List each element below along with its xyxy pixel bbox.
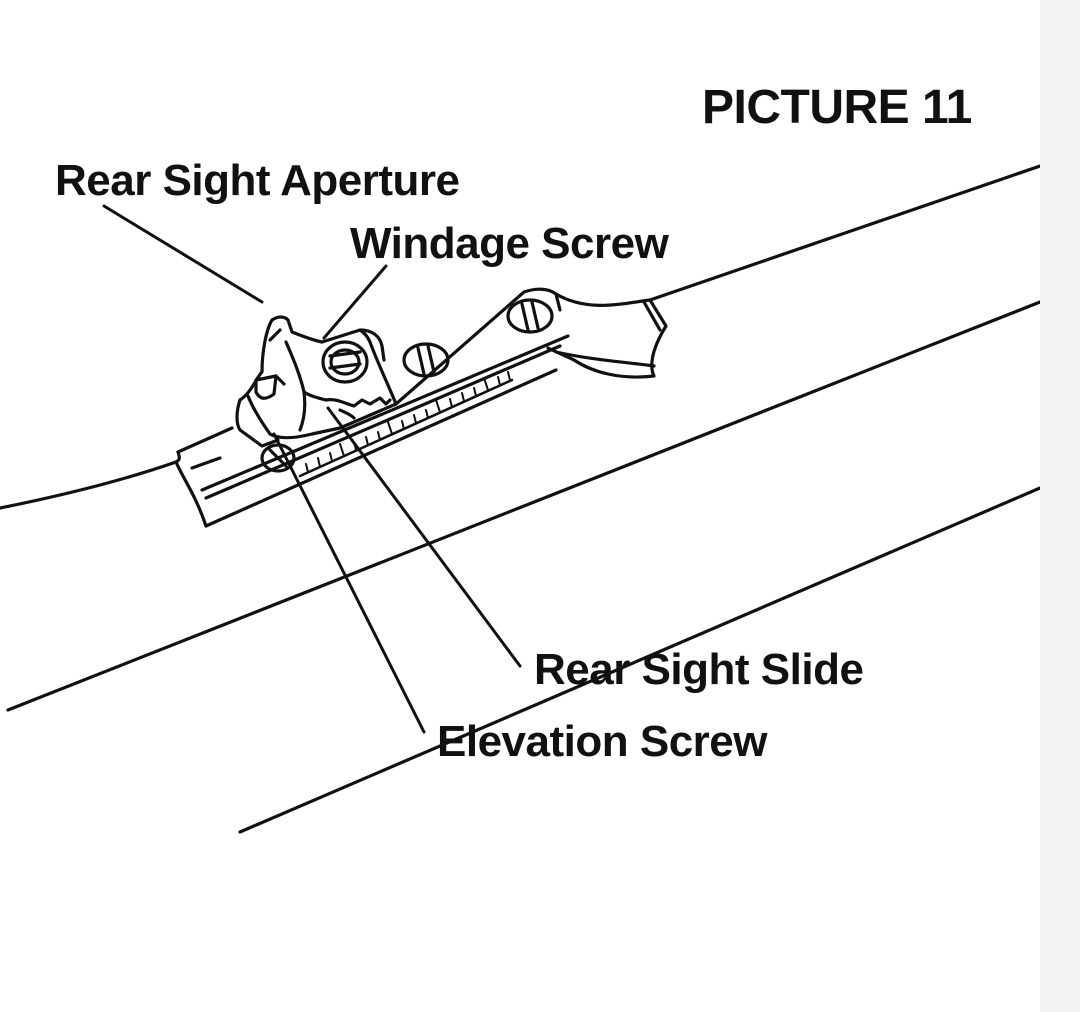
leader-rear-sight-aperture — [102, 204, 264, 304]
base-screw-hole-front — [402, 342, 450, 378]
label-elevation-screw: Elevation Screw — [437, 717, 768, 766]
label-rear-sight-slide: Rear Sight Slide — [534, 645, 863, 694]
leader-lines — [102, 204, 522, 734]
windage-screw — [321, 340, 369, 384]
leader-windage-screw — [322, 264, 388, 340]
rear-sight-diagram: PICTURE 11 Rear Sight Aperture Windage S… — [0, 81, 1040, 834]
barrel-outline — [0, 164, 1040, 834]
document-page: PICTURE 11 Rear Sight Aperture Windage S… — [0, 81, 1040, 834]
label-rear-sight-aperture: Rear Sight Aperture — [55, 156, 460, 205]
scrollbar-track[interactable] — [1040, 0, 1080, 1012]
base-screw-hole-rear — [506, 298, 554, 334]
leader-elevation-screw — [272, 432, 426, 734]
leader-rear-sight-slide — [326, 406, 522, 668]
rear-sight-slide — [235, 315, 398, 448]
label-windage-screw: Windage Screw — [350, 219, 670, 268]
elevation-scale — [298, 371, 514, 478]
sight-base — [174, 287, 668, 528]
figure-title: PICTURE 11 — [702, 81, 972, 134]
